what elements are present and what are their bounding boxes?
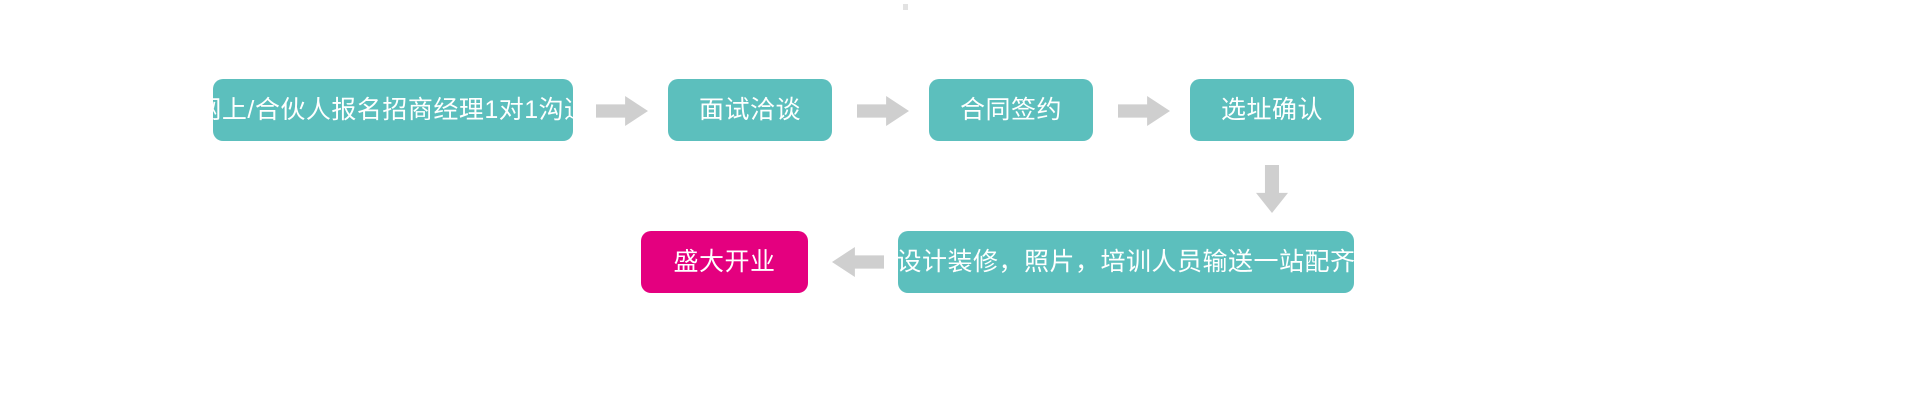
flow-node-design-training[interactable]: 设计装修，照片，培训人员输送一站配齐 [897,231,1355,293]
arrow-right-icon-1 [596,96,648,126]
capture-artifact-speck [903,4,908,10]
flow-node-contract[interactable]: 合同签约 [929,79,1093,141]
arrow-left-icon [832,247,884,277]
flow-node-online-signup[interactable]: 网上/合伙人报名招商经理1对1沟通 [196,79,589,141]
arrow-down-icon [1256,165,1288,213]
arrow-right-icon-2 [857,96,909,126]
flow-node-site-selection[interactable]: 选址确认 [1190,79,1354,141]
arrow-right-icon-3 [1118,96,1170,126]
flow-node-interview[interactable]: 面试洽谈 [668,79,832,141]
flow-node-grand-opening[interactable]: 盛大开业 [641,231,808,293]
